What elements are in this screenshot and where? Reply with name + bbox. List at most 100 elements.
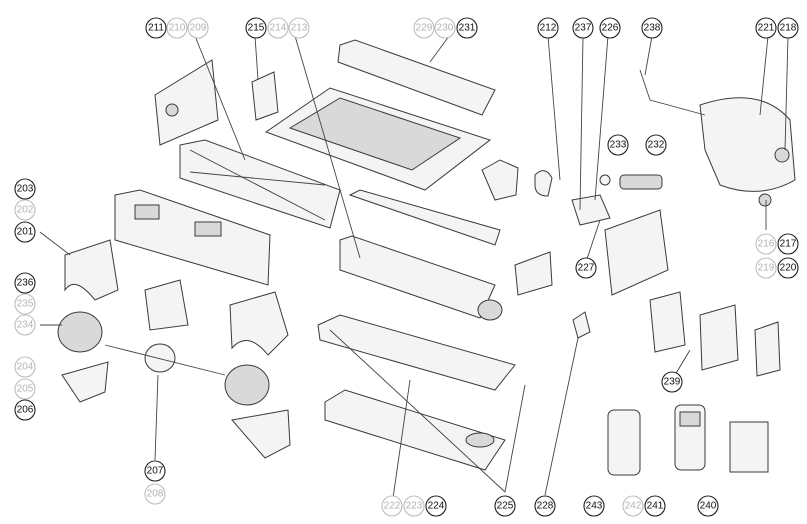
fan-motor xyxy=(144,343,176,373)
svg-text:220: 220 xyxy=(780,263,797,274)
callout-231: 231 xyxy=(456,17,478,39)
callout-241: 241 xyxy=(644,495,666,517)
callout-215: 215 xyxy=(245,17,267,39)
valve-block xyxy=(571,194,611,226)
callout-228: 228 xyxy=(534,495,556,517)
small-panel xyxy=(514,251,553,296)
control-box xyxy=(649,291,686,353)
fan-wheel-right xyxy=(224,364,270,406)
callout-205: 205 xyxy=(14,378,36,400)
svg-text:201: 201 xyxy=(17,227,34,238)
connector-228 xyxy=(572,311,591,339)
callout-203: 203 xyxy=(14,178,36,200)
svg-text:205: 205 xyxy=(17,384,34,395)
callout-201: 201 xyxy=(14,221,36,243)
callout-234: 234 xyxy=(14,314,36,336)
callout-204: 204 xyxy=(14,356,36,378)
callout-216: 216 xyxy=(755,233,777,255)
pipe-assembly xyxy=(699,97,796,192)
svg-text:212: 212 xyxy=(540,23,557,34)
callout-222: 222 xyxy=(381,495,403,517)
control-board xyxy=(699,304,739,371)
callout-207: 207 xyxy=(144,460,166,482)
svg-text:213: 213 xyxy=(291,23,308,34)
svg-text:224: 224 xyxy=(428,501,445,512)
svg-text:230: 230 xyxy=(437,23,454,34)
bottom-cover xyxy=(324,389,506,471)
callout-227: 227 xyxy=(575,257,597,279)
callout-219: 219 xyxy=(755,257,777,279)
svg-text:241: 241 xyxy=(647,501,664,512)
callout-232: 232 xyxy=(645,134,667,156)
svg-text:207: 207 xyxy=(147,466,164,477)
back-panel-slot-1 xyxy=(134,204,160,220)
bottom-cover-hole xyxy=(465,432,495,448)
callout-214: 214 xyxy=(267,17,289,39)
svg-text:208: 208 xyxy=(147,489,164,500)
svg-text:236: 236 xyxy=(17,278,34,289)
drain-pan xyxy=(317,314,516,391)
svg-text:206: 206 xyxy=(17,405,34,416)
svg-text:229: 229 xyxy=(416,23,433,34)
callout-236: 236 xyxy=(14,272,36,294)
callout-237: 237 xyxy=(572,17,594,39)
svg-text:227: 227 xyxy=(578,263,595,274)
callout-210: 210 xyxy=(166,17,188,39)
svg-text:225: 225 xyxy=(497,501,514,512)
flex-hose xyxy=(619,174,663,190)
svg-text:217: 217 xyxy=(780,239,797,250)
svg-text:204: 204 xyxy=(17,362,34,373)
side-plate xyxy=(154,59,219,146)
cross-plate xyxy=(179,139,341,229)
svg-text:243: 243 xyxy=(586,501,603,512)
side-bracket xyxy=(481,159,519,201)
svg-text:228: 228 xyxy=(537,501,554,512)
svg-text:239: 239 xyxy=(664,377,681,388)
svg-text:211: 211 xyxy=(148,23,164,34)
callout-233: 233 xyxy=(607,134,629,156)
evaporator-coil xyxy=(339,235,496,319)
sensor-wire xyxy=(639,69,706,116)
callout-202: 202 xyxy=(14,199,36,221)
remote-screen xyxy=(679,411,701,427)
callout-211: 211 xyxy=(145,17,167,39)
svg-text:216: 216 xyxy=(758,239,775,250)
callout-209: 209 xyxy=(187,17,209,39)
svg-text:240: 240 xyxy=(700,501,717,512)
lower-housing-left xyxy=(61,361,109,403)
svg-text:226: 226 xyxy=(602,23,619,34)
callout-224: 224 xyxy=(425,495,447,517)
callout-217: 217 xyxy=(777,233,799,255)
callout-208: 208 xyxy=(144,483,166,505)
lower-housing-right xyxy=(231,409,291,459)
parts-layer xyxy=(57,39,796,476)
callout-238: 238 xyxy=(641,17,663,39)
callout-243: 243 xyxy=(583,495,605,517)
svg-text:221: 221 xyxy=(758,23,775,34)
fan-housing-right xyxy=(229,291,289,356)
mount-rail xyxy=(348,189,501,246)
callout-206: 206 xyxy=(14,399,36,421)
back-panel xyxy=(114,189,271,286)
motor-bracket xyxy=(144,279,189,331)
top-cover xyxy=(337,39,496,116)
svg-text:202: 202 xyxy=(17,205,34,216)
fan-housing-left xyxy=(64,239,119,301)
svg-text:203: 203 xyxy=(17,184,34,195)
svg-text:222: 222 xyxy=(384,501,401,512)
callout-235: 235 xyxy=(14,293,36,315)
callout-221: 221 xyxy=(755,17,777,39)
hose-clamp xyxy=(599,174,611,186)
callout-212: 212 xyxy=(537,17,559,39)
pipe-nut-1 xyxy=(774,147,790,163)
svg-text:218: 218 xyxy=(780,23,797,34)
callout-213: 213 xyxy=(288,17,310,39)
callout-242: 242 xyxy=(622,495,644,517)
svg-text:214: 214 xyxy=(270,23,287,34)
svg-text:223: 223 xyxy=(406,501,423,512)
svg-text:219: 219 xyxy=(758,263,775,274)
callout-223: 223 xyxy=(403,495,425,517)
fan-wheel-left xyxy=(57,311,103,353)
terminal-cover xyxy=(754,321,781,377)
